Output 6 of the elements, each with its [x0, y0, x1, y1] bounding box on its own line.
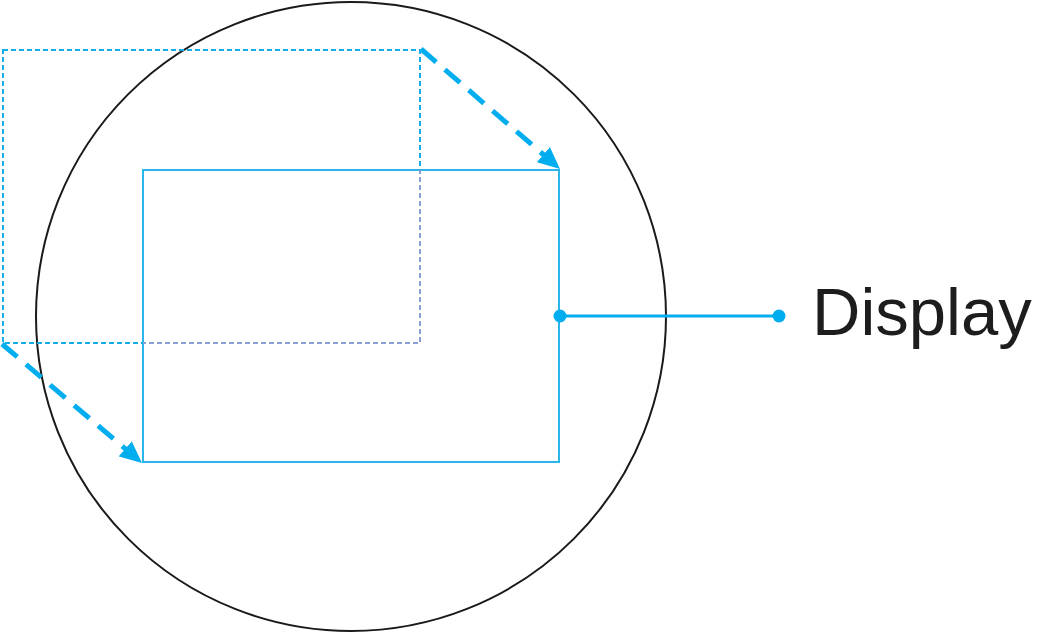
circle-outline	[35, 1, 667, 632]
dashed-arrow	[0, 342, 144, 465]
dashed-arrow	[419, 47, 562, 171]
display-outline	[142, 169, 560, 463]
leader-line	[553, 309, 786, 323]
dashed-rectangle	[2, 49, 421, 344]
